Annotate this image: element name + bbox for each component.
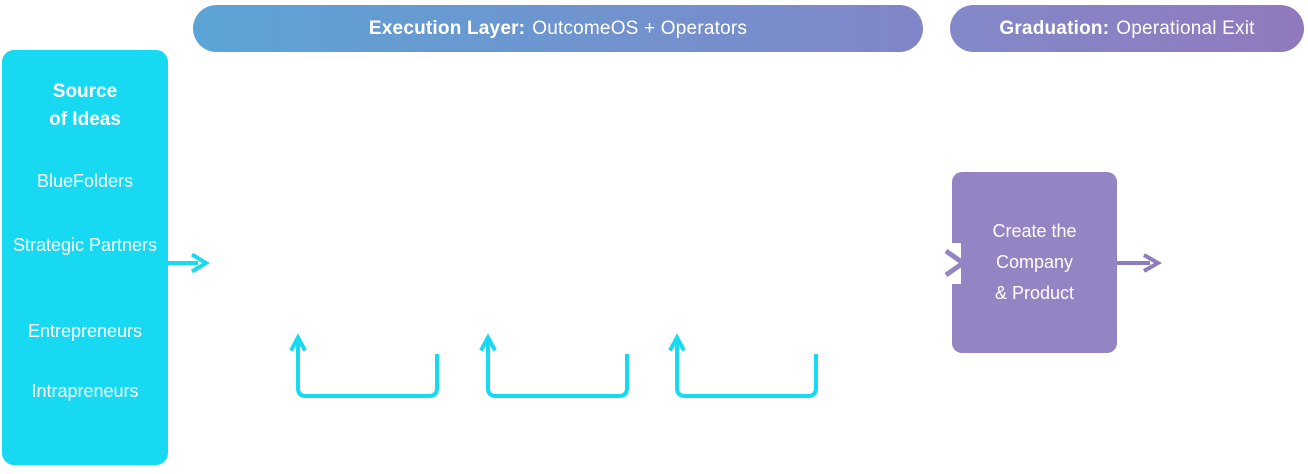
- feedback-loop-3-icon: [668, 333, 818, 398]
- graduation-pill-label-bold: Graduation:: [999, 17, 1110, 39]
- source-panel-title: Source of Ideas: [2, 78, 168, 134]
- source-item-intrapreneurs: Intrapreneurs: [31, 381, 139, 401]
- create-company-box-line1: Create the: [992, 221, 1077, 241]
- feedback-loop-2-icon: [479, 333, 629, 398]
- source-of-ideas-panel: Source of Ideas BlueFolders Strategic Pa…: [2, 50, 168, 465]
- graduation-pill-label: Operational Exit: [1116, 17, 1255, 39]
- create-company-box-line3: & Product: [994, 283, 1075, 303]
- source-item-bluefolders: BlueFolders: [36, 171, 134, 191]
- source-item-strategic-partners: Strategic Partners: [12, 235, 158, 255]
- execution-layer-pill: Execution Layer: OutcomeOS + Operators: [193, 5, 923, 52]
- create-company-box: Create the Company & Product: [952, 172, 1117, 353]
- create-box-output-arrow-icon: [1117, 253, 1163, 273]
- create-company-box-line2: Company: [995, 252, 1074, 272]
- source-panel-title-line1: Source: [52, 81, 118, 102]
- source-output-arrow-icon: [168, 252, 210, 274]
- execution-layer-pill-label: OutcomeOS + Operators: [532, 17, 748, 39]
- source-panel-title-line2: of Ideas: [49, 109, 121, 130]
- feedback-loop-1-icon: [289, 333, 439, 398]
- execution-layer-pill-label-bold: Execution Layer:: [368, 17, 526, 39]
- source-item-entrepreneurs: Entrepreneurs: [27, 321, 143, 341]
- graduation-pill: Graduation: Operational Exit: [950, 5, 1304, 52]
